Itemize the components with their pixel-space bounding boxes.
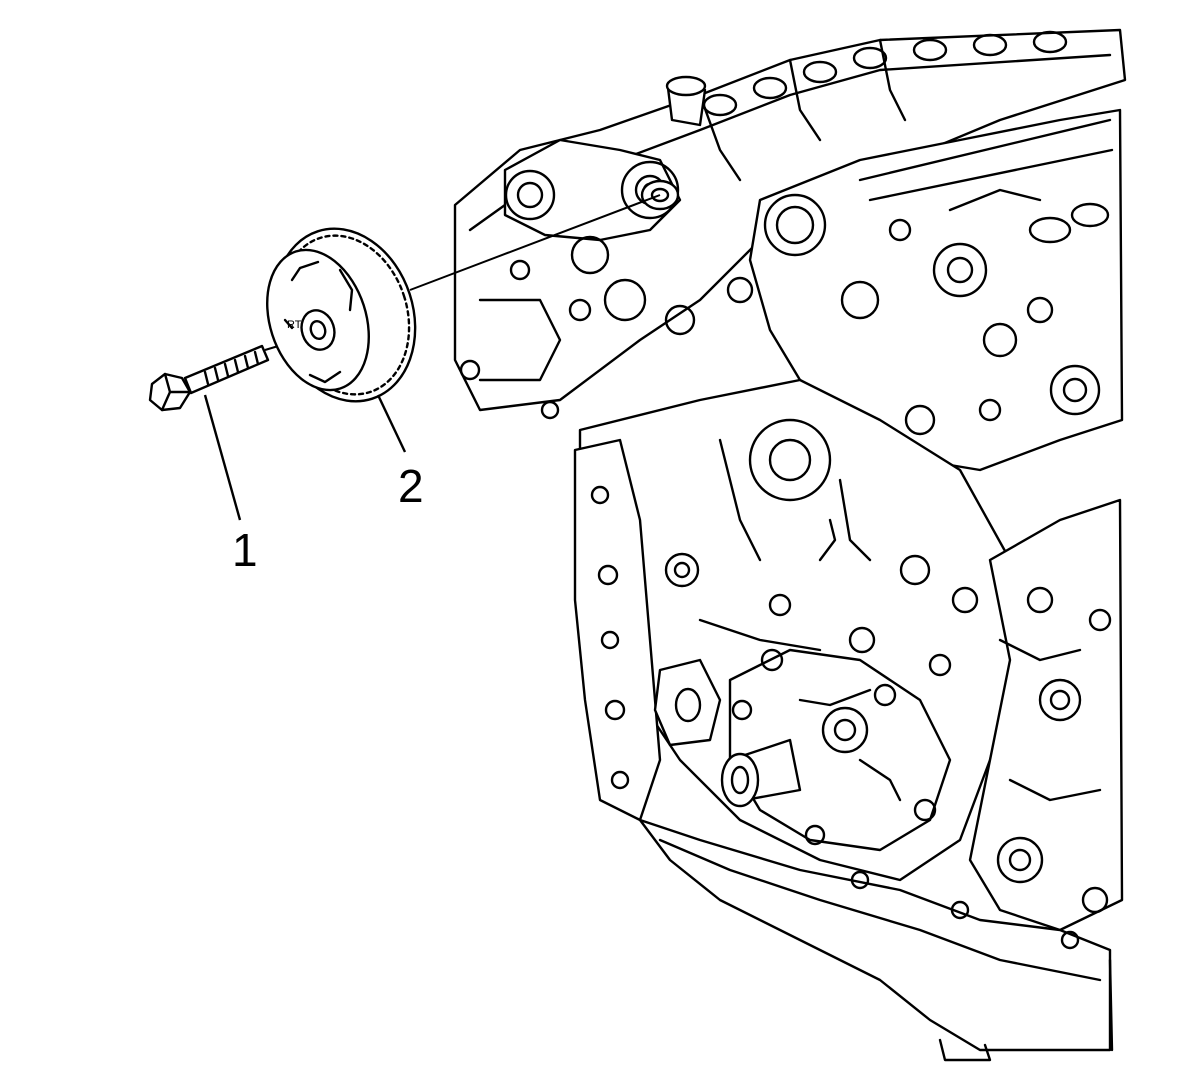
camshaft-sprocket: RT bbox=[266, 227, 417, 403]
block-left-side bbox=[573, 438, 722, 822]
sprocket-bolt bbox=[148, 344, 270, 412]
callout-2-leader bbox=[376, 394, 407, 453]
block-right-side bbox=[968, 498, 1124, 932]
right-cylinder-head bbox=[748, 108, 1124, 472]
callout-2-label: 2 bbox=[398, 460, 424, 512]
assembly-axis-line bbox=[409, 194, 661, 291]
callout-1-label: 1 bbox=[232, 524, 258, 576]
callout-1-leader bbox=[203, 394, 242, 521]
oil-pan bbox=[638, 818, 1114, 1062]
water-pump bbox=[720, 648, 952, 852]
svg-text:RT: RT bbox=[287, 319, 302, 331]
left-cylinder-head bbox=[453, 28, 1127, 420]
engine-assembly bbox=[453, 28, 1127, 1062]
